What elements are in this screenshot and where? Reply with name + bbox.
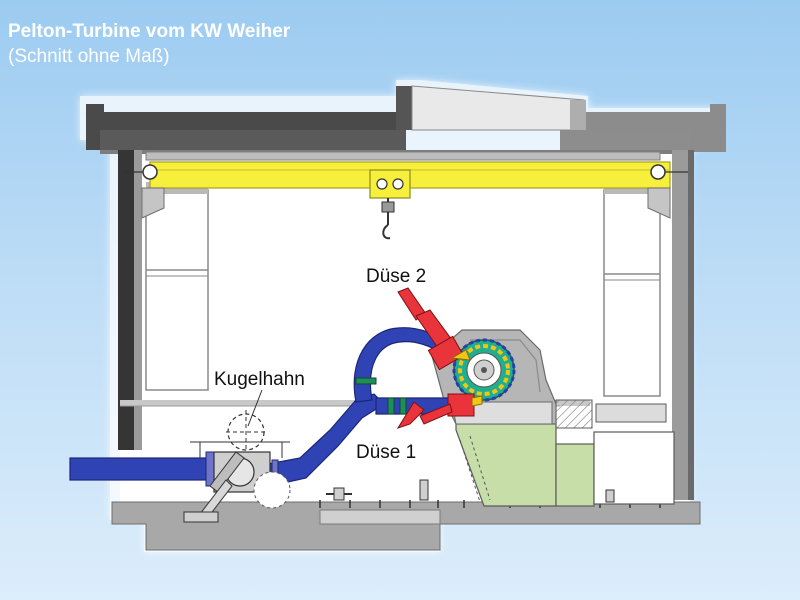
- ball-valve-leader: [247, 389, 263, 427]
- label-ball-valve: Kugelhahn: [214, 369, 305, 390]
- ball-valve: [183, 410, 291, 523]
- label-nozzle-1: Düse 1: [356, 442, 416, 463]
- diagram-subtitle: (Schnitt ohne Maß): [8, 46, 170, 67]
- label-nozzle-2: Düse 2: [366, 266, 426, 287]
- nozzle-2: [397, 287, 471, 371]
- pelton-runner: [452, 338, 516, 402]
- nozzle-1: [396, 393, 483, 429]
- diagram-title: Pelton-Turbine vom KW Weiher: [8, 21, 291, 42]
- title-block: Pelton-Turbine vom KW Weiher (Schnitt oh…: [8, 20, 290, 70]
- overhead-crane: [124, 151, 688, 240]
- floor-fixtures: [326, 479, 615, 503]
